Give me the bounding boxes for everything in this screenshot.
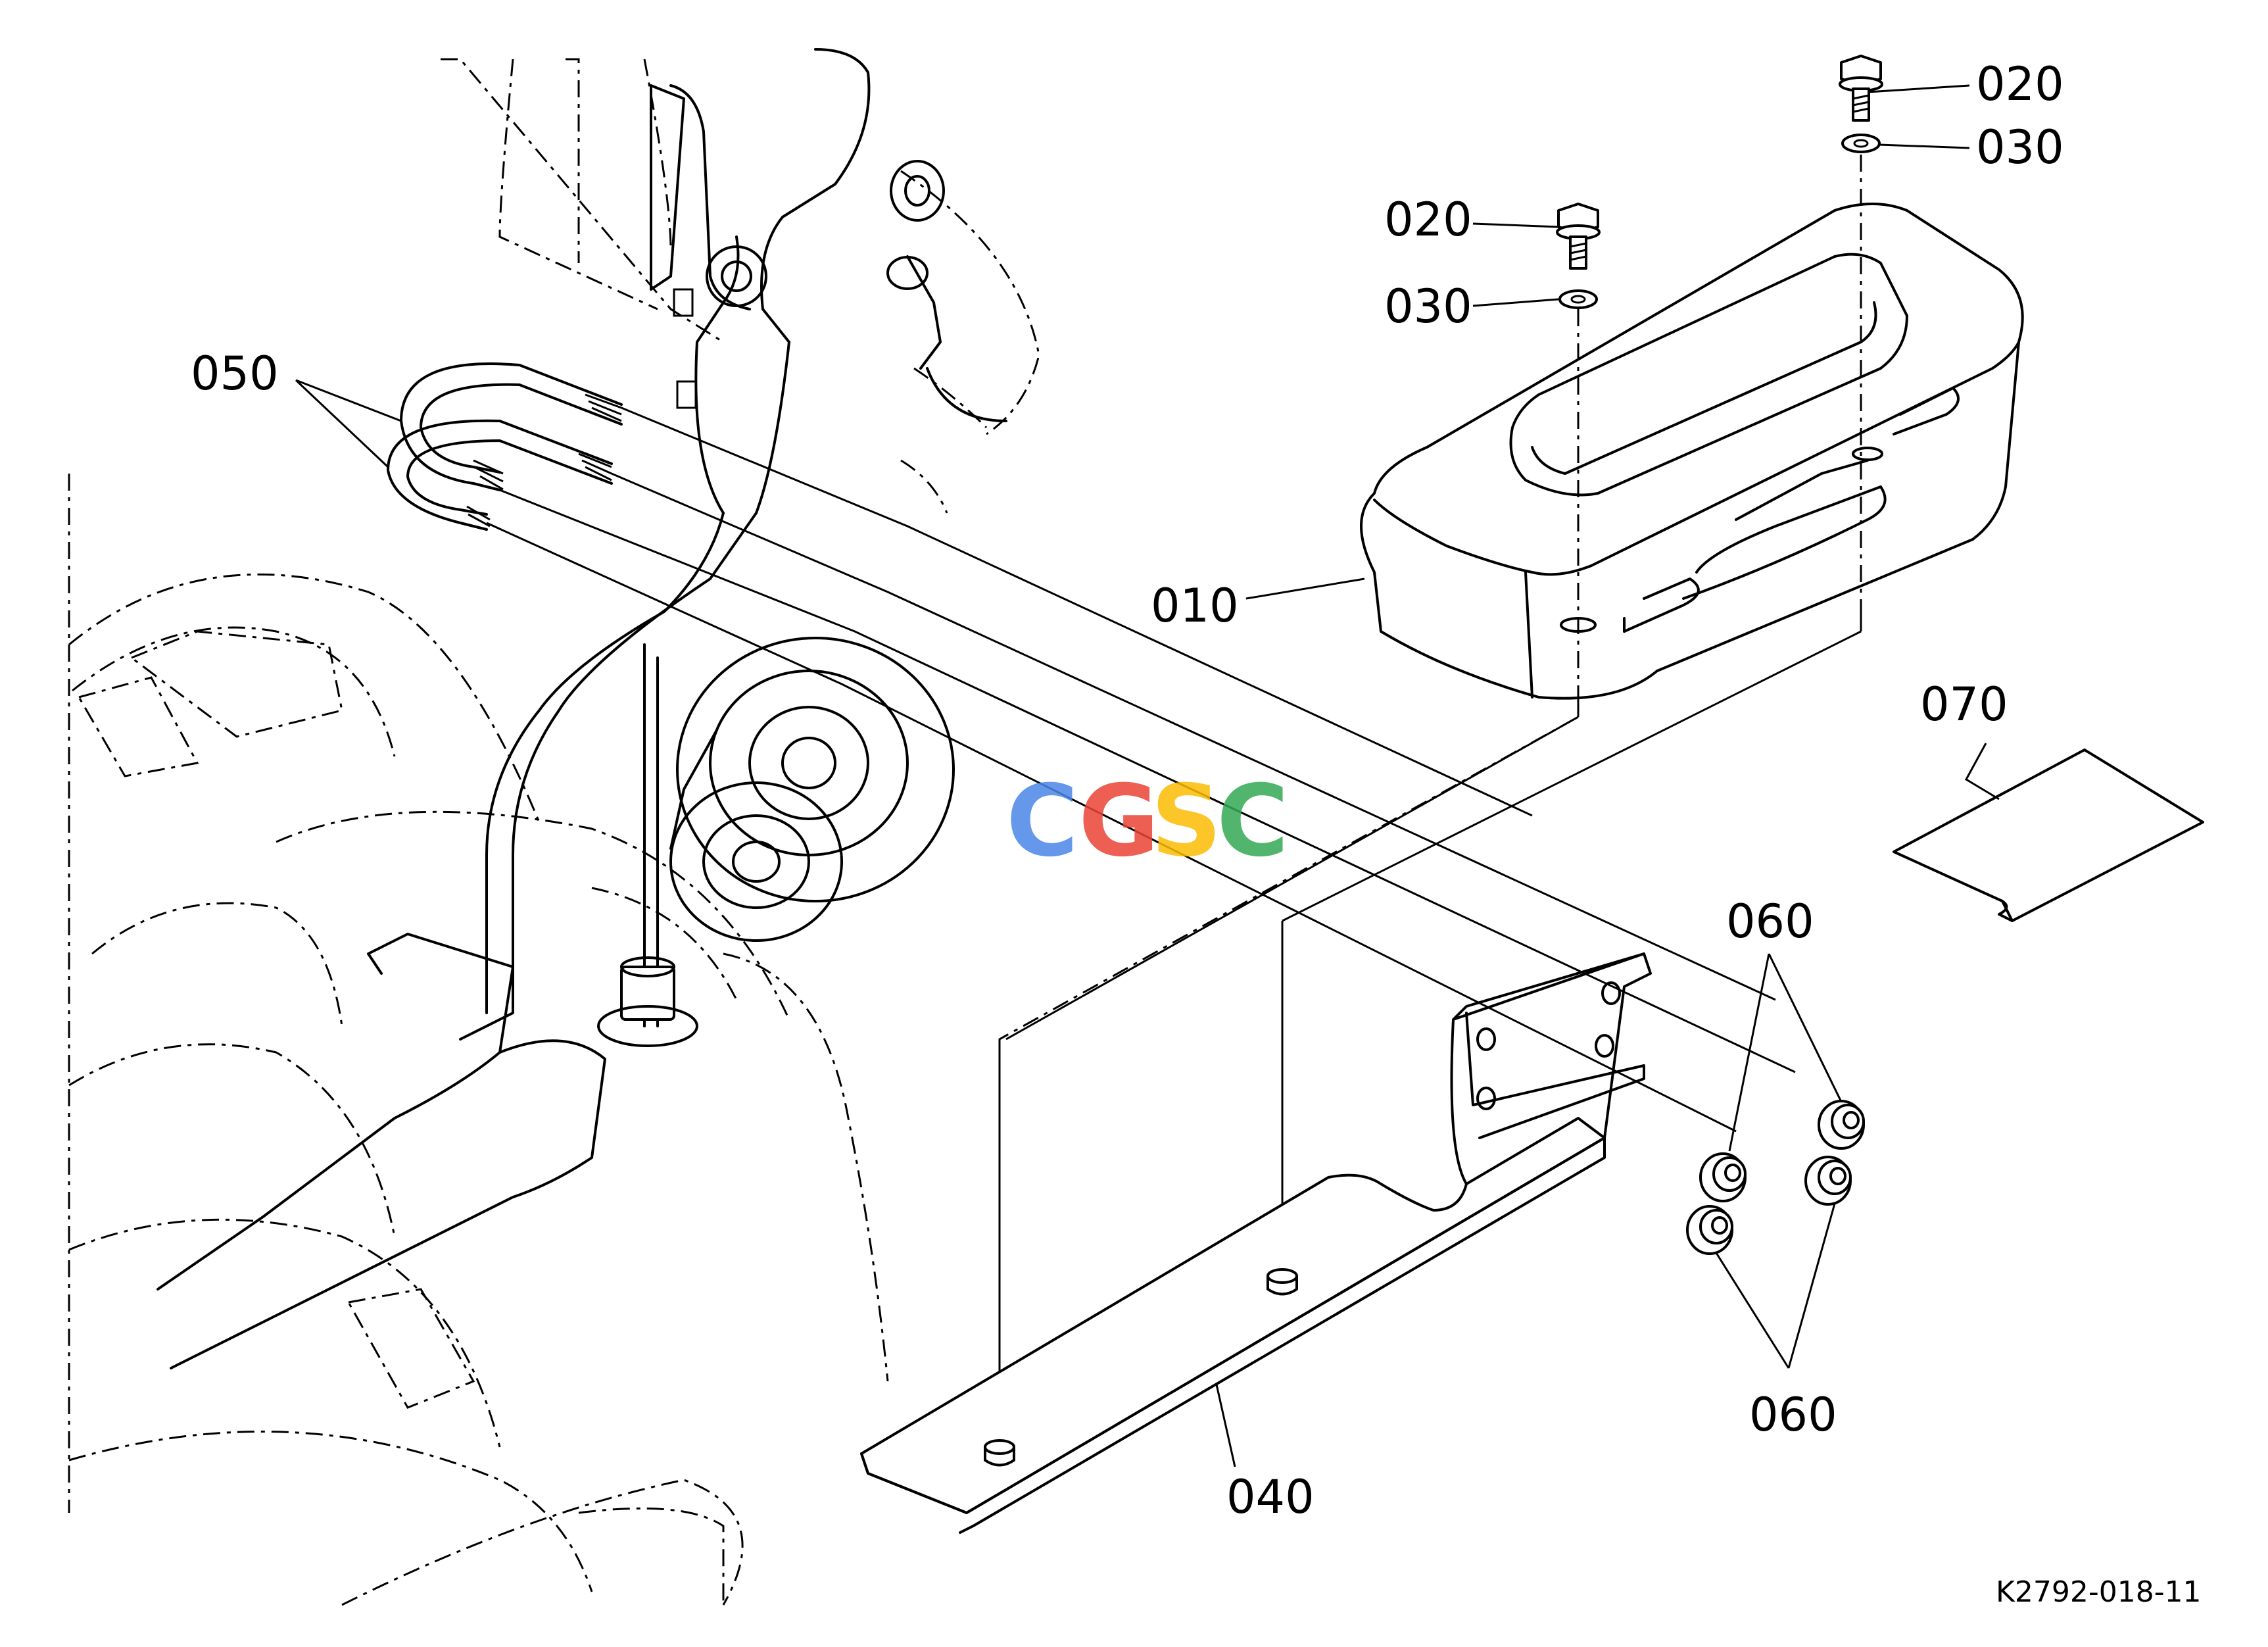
- part-labels: 020 030 020 030 010 050 070 060 060 040 …: [191, 57, 2202, 1609]
- seat-frame: [459, 48, 1007, 1041]
- leader-lines: [295, 84, 2000, 1467]
- label-070: 070: [1920, 677, 2008, 731]
- label-020-right: 020: [1976, 57, 2064, 111]
- flange-nut-060: [1686, 1100, 1865, 1255]
- label-060-bottom: 060: [1749, 1388, 1837, 1442]
- watermark-logo: C G S C: [1006, 764, 1289, 879]
- weight-box-010: [1360, 203, 2024, 700]
- watermark-letter: C: [1217, 764, 1289, 879]
- label-030-right: 030: [1976, 120, 2064, 174]
- watermark-letter: S: [1151, 764, 1222, 879]
- label-030-left: 030: [1384, 280, 1472, 333]
- bracket-040: [860, 952, 1652, 1534]
- label-050: 050: [191, 347, 279, 401]
- label-020-left: 020: [1384, 193, 1472, 247]
- label-sheet-070: [1893, 749, 2204, 922]
- watermark-letter: G: [1078, 764, 1159, 879]
- label-040: 040: [1226, 1470, 1315, 1524]
- watermark-letter: C: [1006, 764, 1078, 879]
- drawing-code: K2792-018-11: [1996, 1575, 2202, 1609]
- drive-pulleys: [669, 637, 955, 942]
- tractor-background: [68, 58, 1040, 1606]
- label-060-top: 060: [1726, 895, 1814, 948]
- washer-030: [1558, 134, 1881, 309]
- label-010: 010: [1151, 579, 1239, 633]
- fuel-hose: [157, 933, 698, 1369]
- assembly-centerlines: [998, 155, 1862, 1434]
